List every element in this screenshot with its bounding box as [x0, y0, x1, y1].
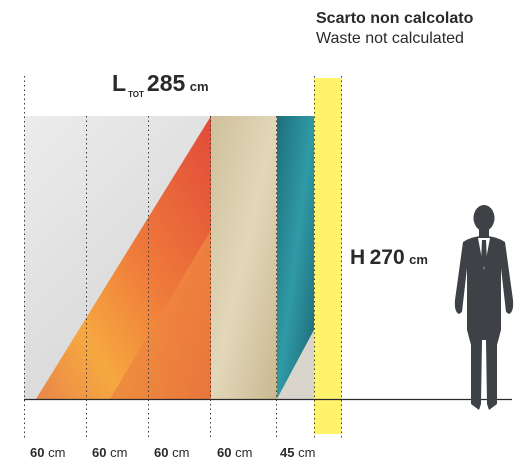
height-label: H 270 cm [350, 246, 428, 270]
height-prefix: H [350, 246, 366, 269]
panel-width-unit: cm [48, 445, 66, 460]
panel-width-unit: cm [110, 445, 128, 460]
panel-width-label: 60 cm [30, 445, 65, 460]
waste-strip [314, 78, 342, 434]
total-length-subscript: TOT [128, 90, 144, 99]
panel-width-unit: cm [235, 445, 253, 460]
artwork-triangle-shade [110, 230, 211, 399]
height-value: 270 [369, 246, 405, 269]
total-length-unit: cm [189, 79, 209, 94]
waste-title-italian: Scarto non calcolato [316, 10, 474, 27]
panel-width-value: 60 [92, 445, 107, 460]
height-unit: cm [409, 252, 428, 267]
panel-width-value: 60 [217, 445, 232, 460]
panel-width-value: 60 [154, 445, 169, 460]
panel-guides [24, 76, 342, 438]
total-length-value: 285 [146, 70, 186, 96]
artwork-teal-band [277, 116, 314, 399]
artwork-corner [277, 330, 314, 399]
panel-width-value: 45 [280, 445, 295, 460]
total-length-prefix: L [112, 70, 127, 96]
panel-width-unit: cm [172, 445, 190, 460]
panel-width-value: 60 [30, 445, 45, 460]
panel-width-label: 60 cm [154, 445, 189, 460]
panel-width-label: 45 cm [280, 445, 315, 460]
person-silhouette [454, 205, 514, 410]
waste-title-english: Waste not calculated [316, 30, 464, 47]
panel-width-unit: cm [298, 445, 316, 460]
panel-width-label: 60 cm [217, 445, 252, 460]
panel-width-label: 60 cm [92, 445, 127, 460]
artwork-beige-band [211, 116, 277, 399]
